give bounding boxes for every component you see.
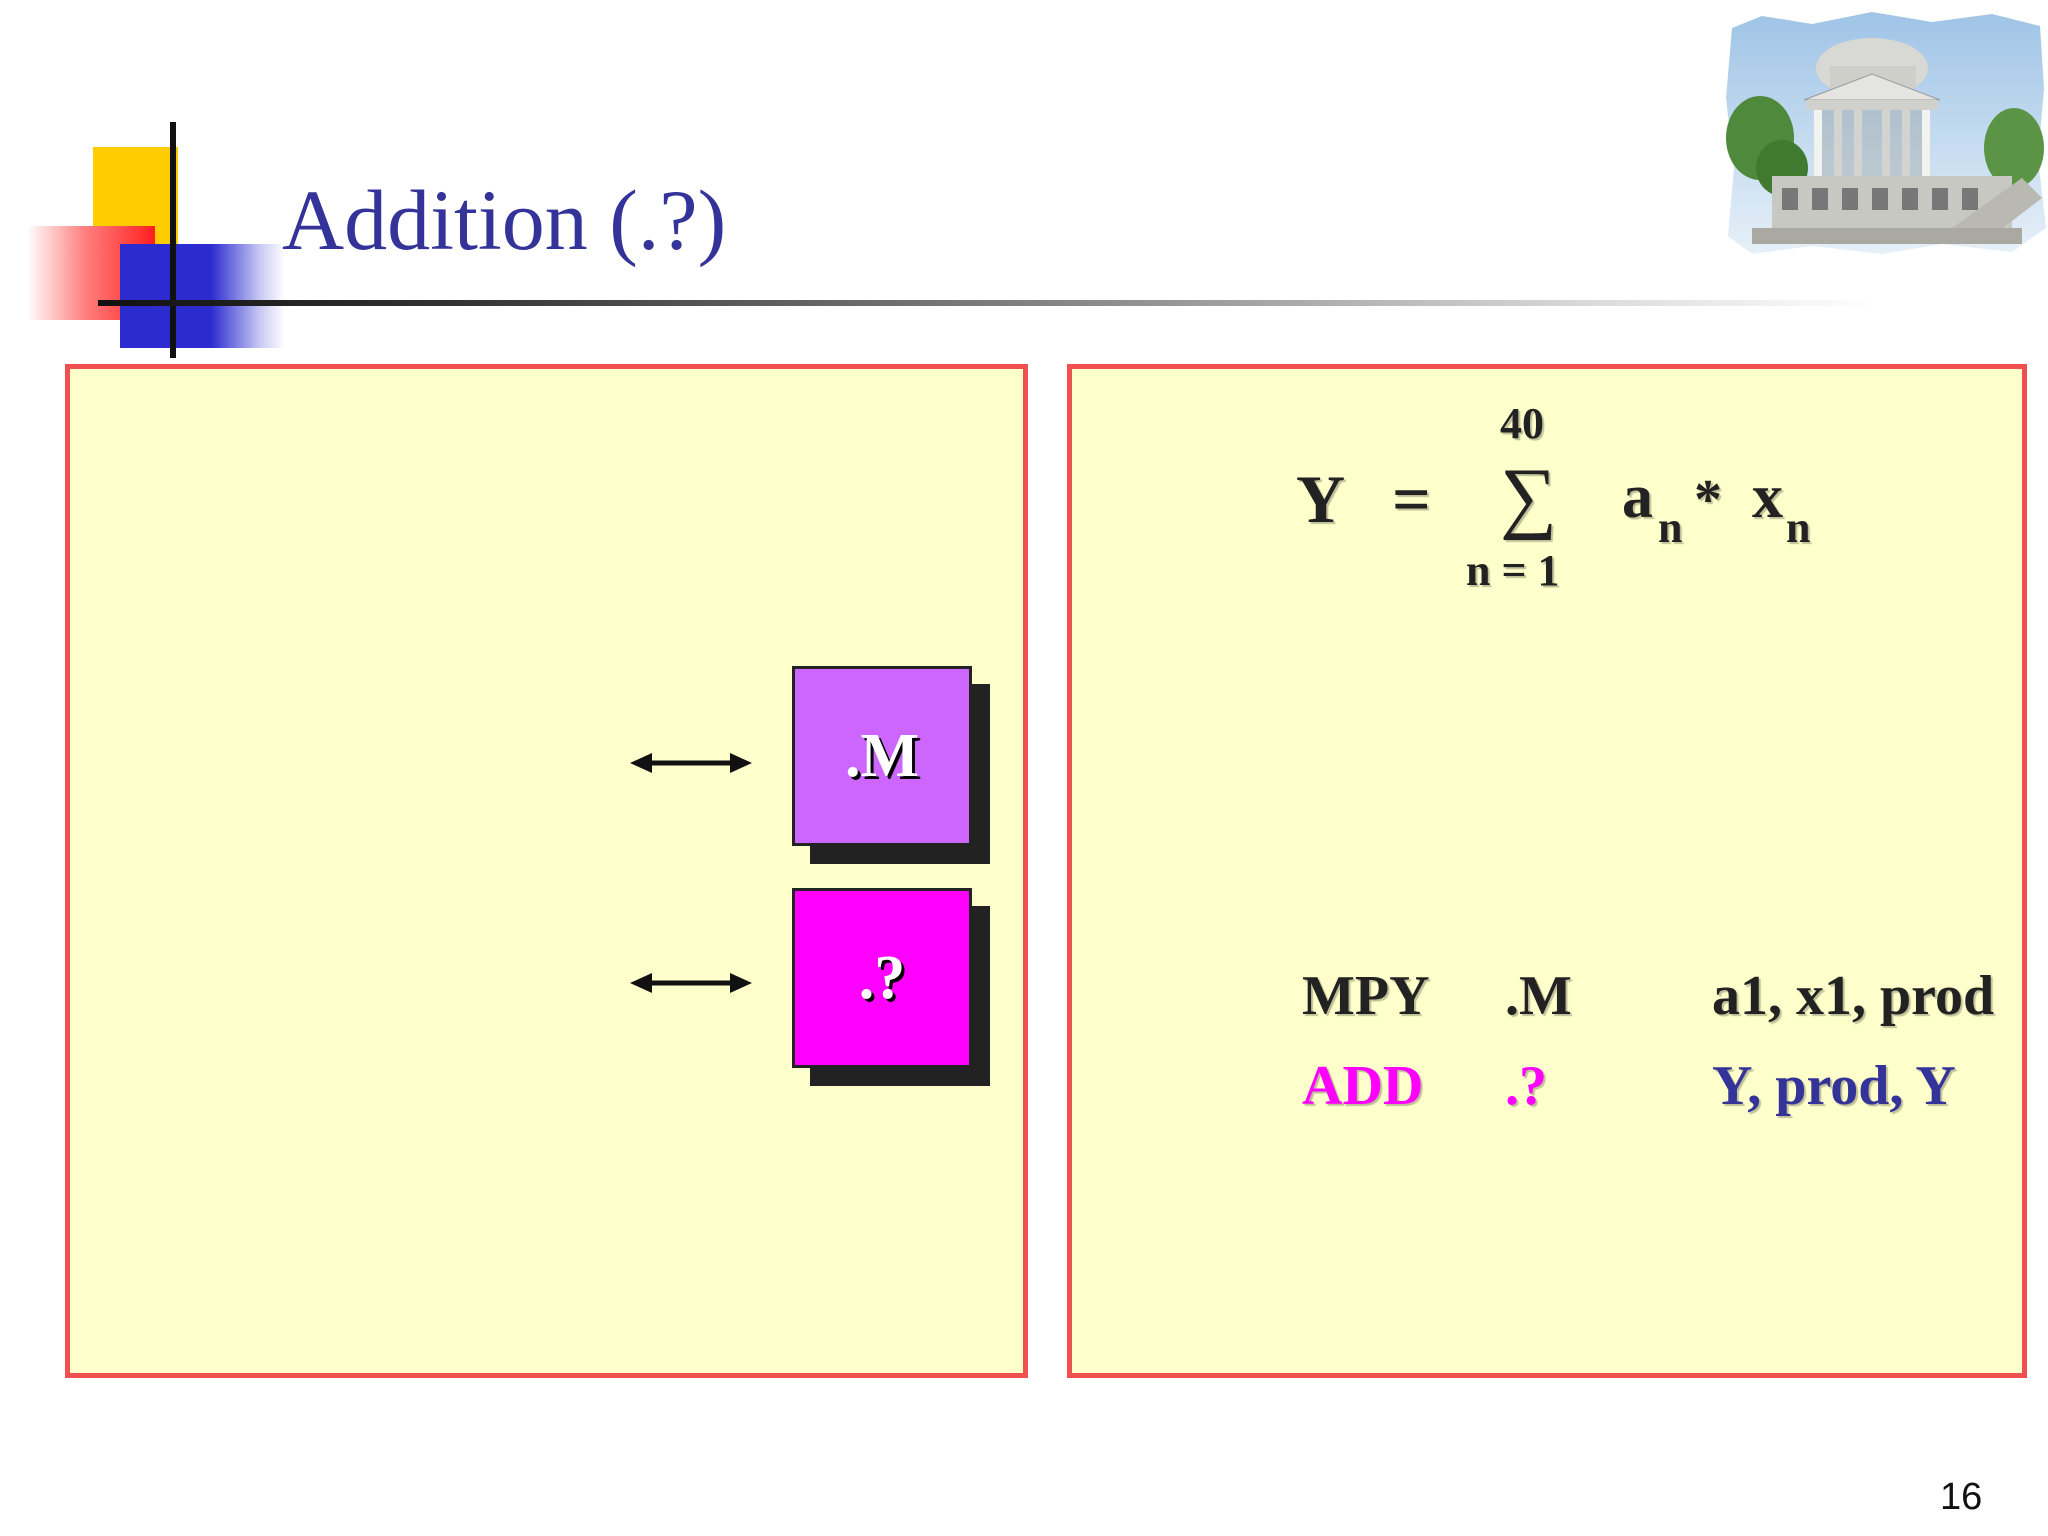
instruction-unit: .M [1505, 965, 1572, 1027]
slide-title: Addition (.?) [282, 172, 727, 268]
term-x: x [1752, 463, 1783, 531]
formula-lhs: Y [1296, 461, 1346, 537]
sigma-symbol: ∑ [1500, 453, 1558, 541]
multiplier-unit-box: .M [792, 666, 972, 846]
title-underline [98, 300, 1878, 306]
right-panel [1067, 364, 2027, 1378]
instruction-operands: a1, x1, prod [1712, 965, 1995, 1027]
instruction-opcode: ADD [1302, 1055, 1424, 1117]
decor-blue-square [120, 244, 285, 348]
term-a: a [1622, 463, 1653, 531]
sum-upper-limit: 40 [1500, 399, 1544, 448]
double-arrow-icon [630, 973, 752, 993]
double-arrow-icon [630, 753, 752, 773]
formula-equals: = [1392, 461, 1431, 537]
instruction-operands: Y, prod, Y [1712, 1055, 1956, 1117]
sum-lower-limit: n = 1 [1466, 546, 1560, 595]
decor-vertical-line [170, 122, 176, 358]
instruction-opcode: MPY [1302, 965, 1430, 1027]
adder-unit-box: .? [792, 888, 972, 1068]
page-number: 16 [1940, 1476, 1983, 1518]
times-symbol: * [1694, 469, 1722, 531]
term-x-subscript: n [1786, 503, 1811, 552]
term-a-subscript: n [1658, 503, 1683, 552]
instruction-unit: .? [1505, 1055, 1547, 1117]
building-photo [1726, 12, 2046, 254]
left-panel [65, 364, 1028, 1378]
